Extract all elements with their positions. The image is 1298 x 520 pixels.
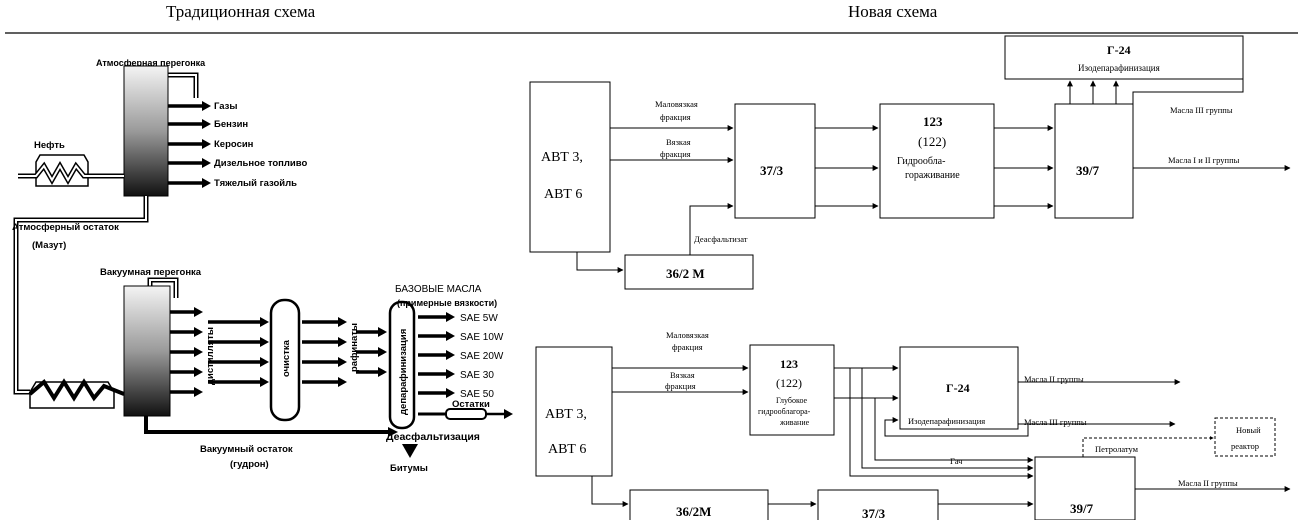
residues-tank <box>445 408 487 420</box>
deep-hydro-label-2: гидрооблагора- <box>758 407 811 416</box>
oil-group12-label-top: Масла I и II группы <box>1168 155 1240 165</box>
avt-box-bottom <box>535 346 613 477</box>
atm-product-kerosene: Керосин <box>214 139 254 150</box>
isodewax-label-bottom: Изодепарафинизация <box>908 416 985 426</box>
deasphaltate-label: Деасфальтизат <box>694 234 748 244</box>
unit-36-2m-label-bottom: 36/2М <box>676 504 711 519</box>
unit-122-label-top: (122) <box>918 134 946 149</box>
g24-box-bottom <box>899 346 1019 430</box>
hydro-label-top-2: гораживание <box>905 170 960 181</box>
base-oil-arrows <box>418 312 455 398</box>
avt-top-line2: АВТ 6 <box>544 187 582 202</box>
unit-37-3-box-bottom <box>817 489 939 520</box>
grade-sae-30: SAE 30 <box>460 370 494 381</box>
residues-label: Остатки <box>452 399 490 410</box>
deasphalting-label: Деасфальтизация <box>386 431 480 443</box>
oil-group3-label-top: Масла III группы <box>1170 105 1233 115</box>
visc-label-top-2: фракция <box>660 149 691 159</box>
vac-distillation-label: Вакуумная перегонка <box>100 267 202 278</box>
vac-column <box>123 285 171 417</box>
distillates-label: дистилляты <box>205 327 216 385</box>
unit-123-label-top: 123 <box>923 114 943 129</box>
atm-product-heavy-gasoil: Тяжелый газойль <box>214 178 297 189</box>
deep-hydro-label-3: живание <box>779 418 810 427</box>
unit-122-label-bottom: (122) <box>776 376 802 390</box>
visc-label-bottom-1: Вязкая <box>670 370 695 380</box>
unit-36-2m-box-top <box>624 254 754 290</box>
g24-label-bottom: Г-24 <box>946 381 970 395</box>
unit-37-3-label-top: 37/3 <box>760 163 784 178</box>
deep-hydro-label-1: Глубокое <box>776 396 808 405</box>
unit-123-box-top <box>879 103 995 219</box>
unit-39-7-box-top <box>1054 103 1134 219</box>
unit-39-7-label-top: 39/7 <box>1076 163 1100 178</box>
unit-39-7-label-bottom: 39/7 <box>1070 501 1094 516</box>
atm-distillation-label: Атмосферная перегонка <box>96 58 206 68</box>
low-visc-label-top-1: Маловязкая <box>655 99 698 109</box>
distillate-arrows <box>170 307 387 397</box>
gach-label: Гач <box>950 456 963 466</box>
avt-bottom-line1: АВТ 3, <box>545 407 587 422</box>
hydro-label-top-1: Гидрооблa- <box>897 156 945 167</box>
low-visc-label-top-2: фракция <box>660 112 691 122</box>
new-scheme-bottom <box>535 344 1291 520</box>
atm-product-diesel: Дизельное топливо <box>214 158 307 169</box>
atm-residue-label: Атмосферный остаток <box>12 222 119 233</box>
vac-residue-note: (гудрон) <box>230 459 269 470</box>
bitumen-arrow <box>402 444 418 458</box>
unit-37-3-box-top <box>734 103 816 219</box>
base-oils-subtitle: (примерные вязкости) <box>397 298 497 308</box>
new-reactor-label-1: Новый <box>1236 425 1261 435</box>
oil-group2-label-bottom: Масла II группы <box>1024 374 1084 384</box>
unit-36-2m-box-bottom <box>629 489 769 520</box>
atm-product-gasoline: Бензин <box>214 119 248 130</box>
low-visc-label-bottom-1: Маловязкая <box>666 330 709 340</box>
traditional-scheme: Атмосферная перегонка Газы Бензин Кероси… <box>12 58 513 474</box>
isodewax-label-top: Изодепарафинизация <box>1078 63 1160 73</box>
dewaxing-vessel <box>388 300 416 430</box>
atm-column <box>123 65 169 197</box>
grade-sae-50: SAE 50 <box>460 389 494 400</box>
avt-bottom-line2: АВТ 6 <box>548 442 586 457</box>
unit-36-2m-label-top: 36/2 М <box>666 266 705 281</box>
header-traditional: Традиционная схема <box>166 2 316 21</box>
g24-label-top: Г-24 <box>1107 43 1131 57</box>
raffinates-label: рафинаты <box>349 323 360 372</box>
bitumen-label: Битумы <box>390 463 428 474</box>
header-new: Новая схема <box>848 2 938 21</box>
treating-label: очистка <box>281 339 292 377</box>
grade-sae-5w: SAE 5W <box>460 313 498 324</box>
new-scheme-top-labels: АВТ 3, АВТ 6 Маловязкая фракция Вязкая ф… <box>541 43 1240 281</box>
grade-sae-10w: SAE 10W <box>460 332 504 343</box>
low-visc-label-bottom-2: фракция <box>672 342 703 352</box>
vac-residue-line <box>144 416 390 434</box>
treating-vessel <box>269 298 301 422</box>
grade-sae-20w: SAE 20W <box>460 351 504 362</box>
avt-box-top <box>529 81 611 253</box>
atm-product-gases: Газы <box>214 101 238 112</box>
crude-oil-label: Нефть <box>34 140 65 151</box>
new-reactor-box <box>1214 417 1276 457</box>
visc-label-bottom-2: фракция <box>665 381 696 391</box>
unit-123-box-bottom <box>749 344 835 436</box>
oil-group3-label-bottom: Масла III группы <box>1024 417 1087 427</box>
base-oils-title: БАЗОВЫЕ МАСЛА <box>395 284 482 295</box>
new-scheme-bottom-labels: Маловязкая фракция Вязкая фракция 123 (1… <box>545 330 1261 520</box>
unit-37-3-label-bottom: 37/3 <box>862 506 886 520</box>
new-scheme-top <box>529 35 1291 290</box>
atm-residue-note: (Мазут) <box>32 240 66 251</box>
oil-group2-out-label: Масла II группы <box>1178 478 1238 488</box>
vac-residue-label: Вакуумный остаток <box>200 444 293 455</box>
new-reactor-label-2: реактор <box>1231 441 1259 451</box>
visc-label-top-1: Вязкая <box>666 137 691 147</box>
avt-top-line1: АВТ 3, <box>541 150 583 165</box>
g24-box-top <box>1004 35 1244 80</box>
vac-heater-coil <box>28 378 125 402</box>
petrolatum-label: Петролатум <box>1095 444 1139 454</box>
atm-product-arrows <box>168 101 211 188</box>
dewaxing-label: депарафинизация <box>398 329 409 415</box>
unit-123-label-bottom: 123 <box>780 357 798 371</box>
